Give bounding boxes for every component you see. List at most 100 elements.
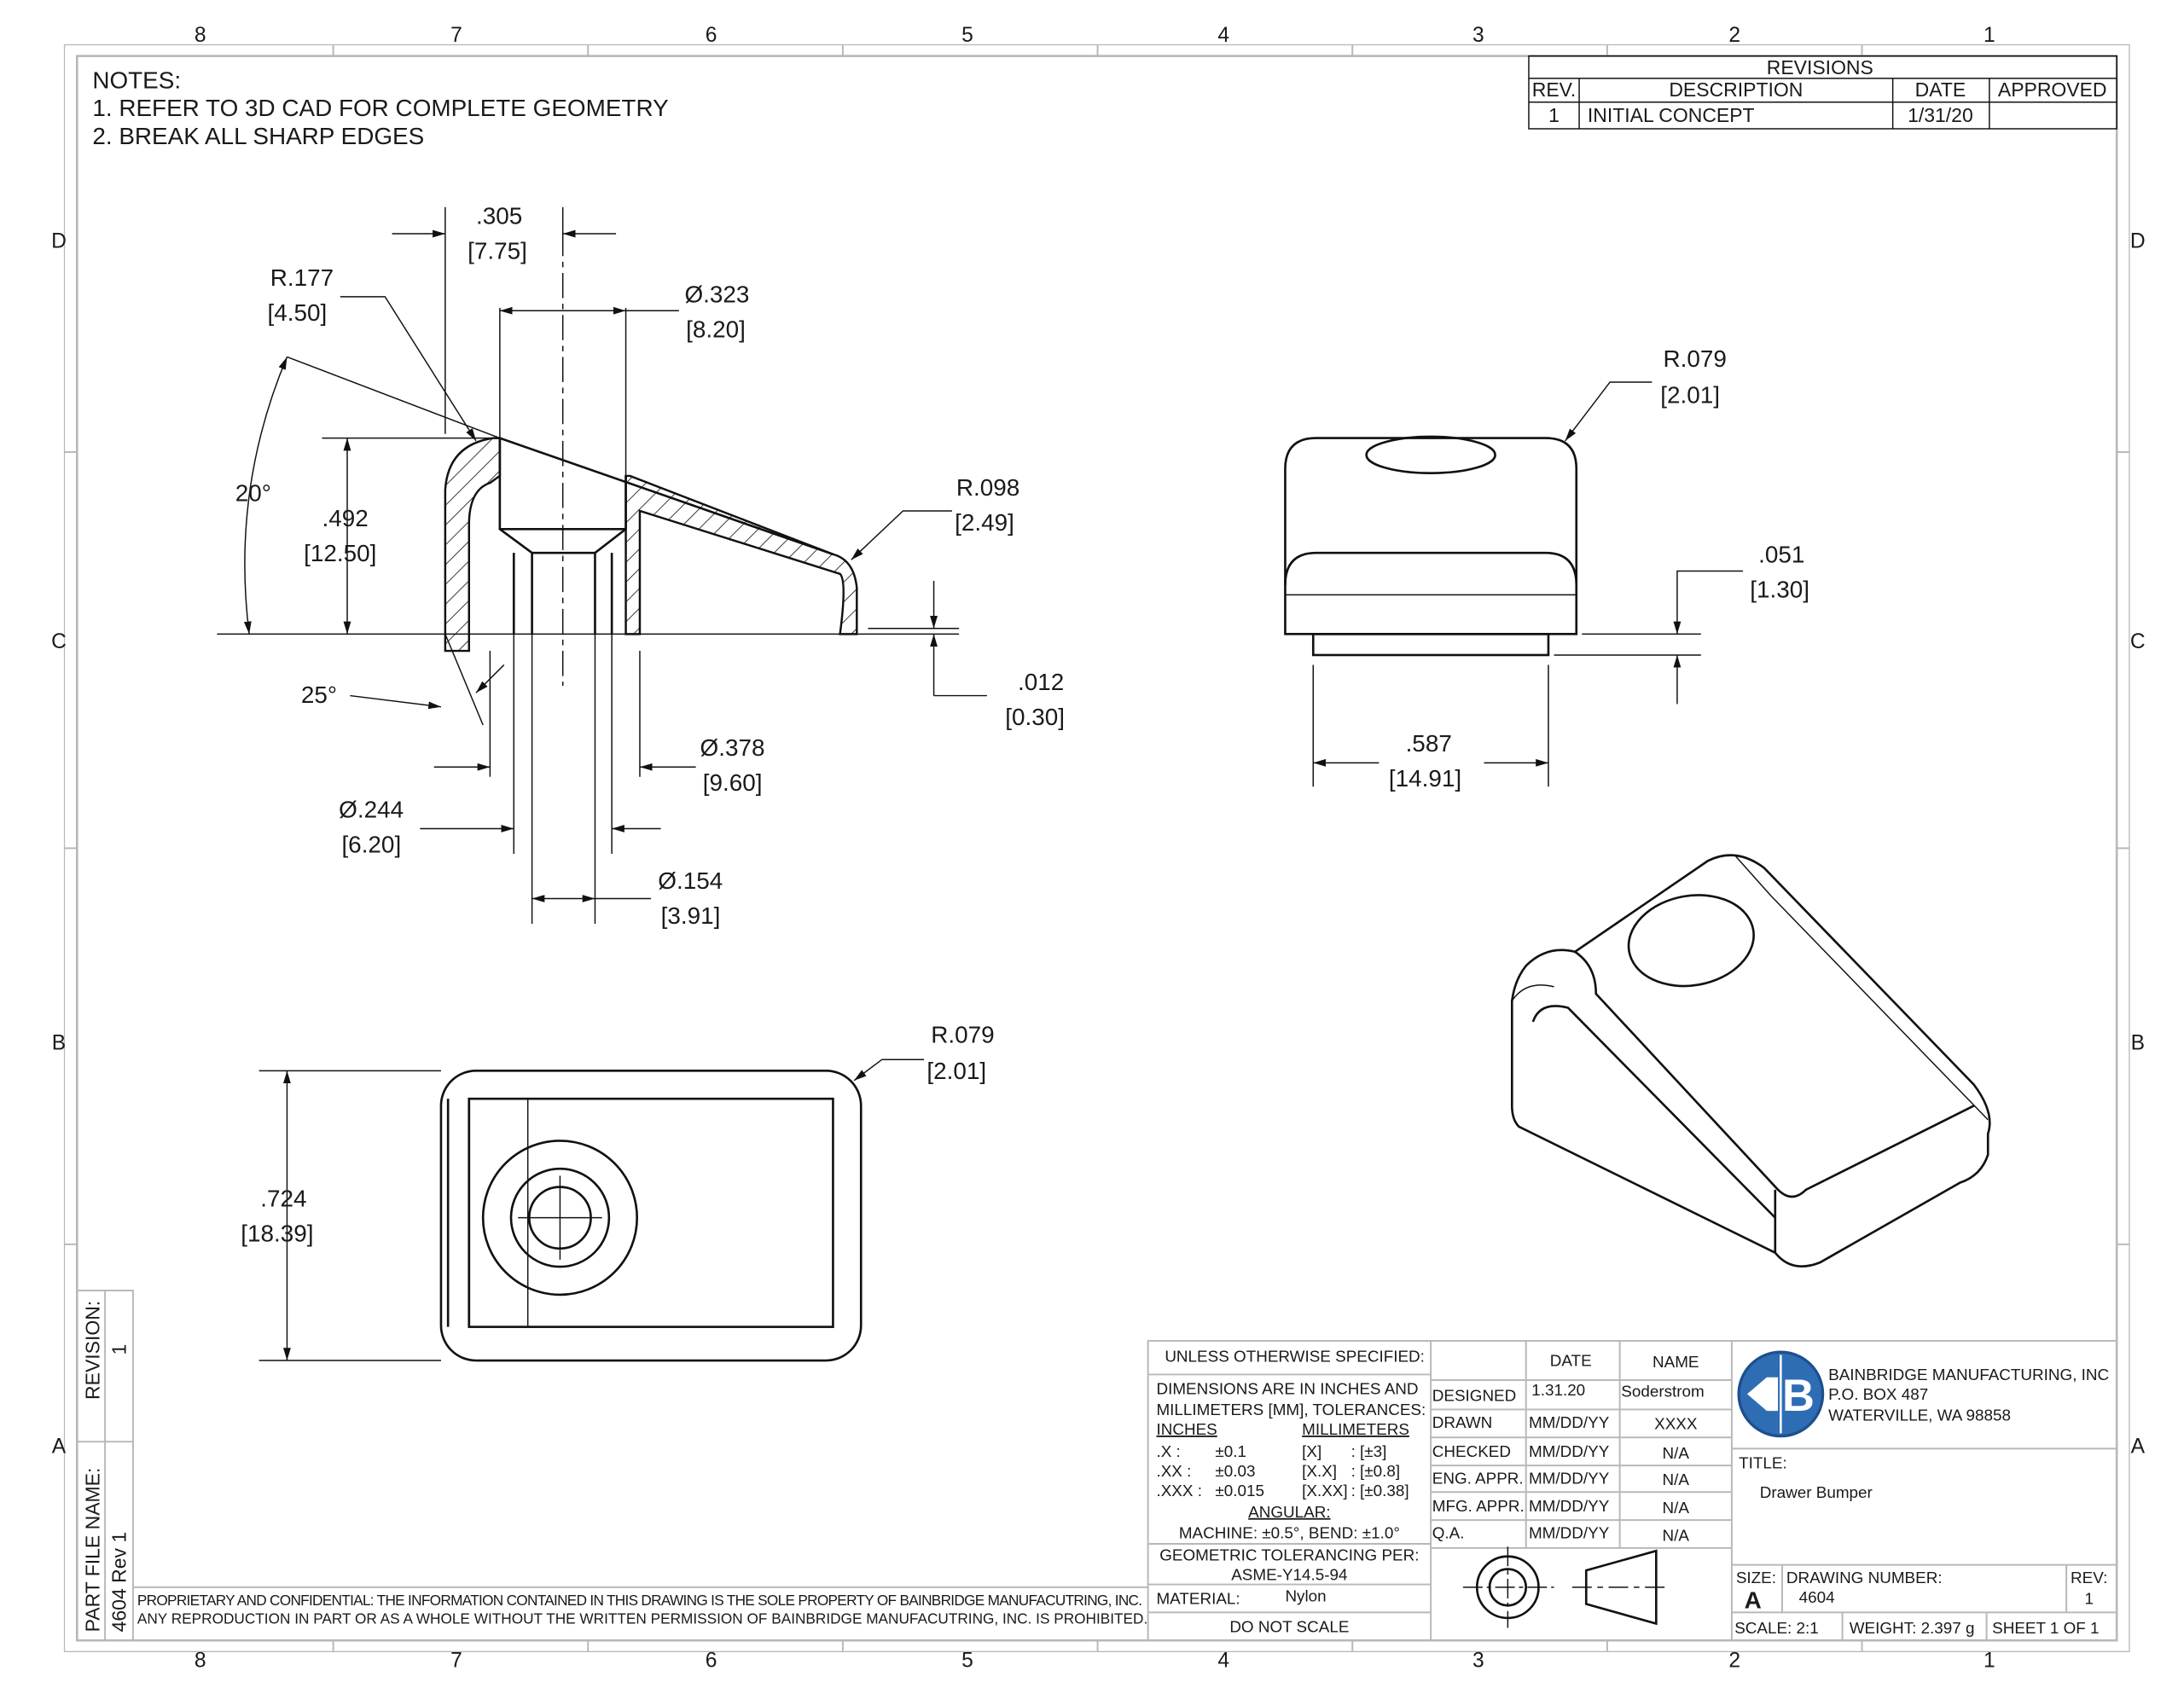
- drawing-title: Drawer Bumper: [1760, 1483, 1873, 1501]
- rev-label: REV:: [2071, 1569, 2107, 1586]
- tol-fmt: .XXX :: [1156, 1482, 1201, 1499]
- zone-col: 5: [961, 1649, 973, 1672]
- tol-in: ±0.015: [1215, 1482, 1264, 1499]
- signoff-role: DESIGNED: [1432, 1387, 1517, 1405]
- part-file-label: PART FILE NAME:: [82, 1468, 104, 1633]
- proprietary-notice: PROPRIETARY AND CONFIDENTIAL: THE INFORM…: [132, 1586, 1148, 1627]
- dim-value-mm: [7.75]: [468, 238, 527, 264]
- signoff-name: N/A: [1663, 1444, 1690, 1462]
- rev-value: 1: [2084, 1590, 2094, 1608]
- signoff-date: MM/DD/YY: [1529, 1523, 1610, 1541]
- zone-row: C: [2130, 630, 2146, 653]
- revisions-title: REVISIONS: [1767, 56, 1873, 78]
- dims-text: DIMENSIONS ARE IN INCHES AND: [1156, 1379, 1418, 1397]
- tol-fmt: .X :: [1156, 1442, 1180, 1460]
- zone-labels-rows: D C B A D C B A: [51, 229, 2146, 1458]
- rev-header: DATE: [1915, 78, 1966, 101]
- notes: NOTES: 1. REFER TO 3D CAD FOR COMPLETE G…: [92, 67, 668, 149]
- signoff-name: N/A: [1663, 1499, 1690, 1517]
- signoff-name: XXXX: [1654, 1414, 1698, 1432]
- dim-value-mm: [3.91]: [661, 902, 721, 929]
- dim-value: Ø.154: [658, 867, 723, 894]
- sheet: SHEET 1 OF 1: [1992, 1619, 2099, 1637]
- tol-fmt: .XX :: [1156, 1462, 1191, 1480]
- dim-value-mm: [2.01]: [926, 1058, 986, 1084]
- dim-value: 25°: [301, 682, 337, 708]
- company-logo: B: [1737, 1350, 1825, 1438]
- zone-col: 5: [961, 24, 973, 47]
- tol-mmfmt: [X]: [1302, 1442, 1321, 1460]
- company-name: BAINBRIDGE MANUFACTURING, INC: [1828, 1366, 2109, 1383]
- zone-row: B: [2131, 1032, 2145, 1055]
- third-angle-projection-icon: [1462, 1546, 1666, 1628]
- dim-value: Ø.244: [339, 796, 404, 822]
- dim-value: .012: [1018, 669, 1064, 695]
- material-label: MATERIAL:: [1156, 1590, 1240, 1608]
- zone-col: 4: [1217, 1649, 1229, 1672]
- zone-col: 6: [706, 24, 717, 47]
- tol-mm: : [±3]: [1351, 1442, 1387, 1460]
- size-value: A: [1745, 1586, 1762, 1613]
- zone-col: 3: [1472, 1649, 1484, 1672]
- signoff-row: DESIGNED 1.31.20 Soderstrom: [1432, 1381, 1705, 1405]
- zone-col: 2: [1728, 1649, 1740, 1672]
- dim-value: Ø.378: [700, 734, 765, 761]
- signoff-name: N/A: [1663, 1527, 1690, 1545]
- signoff-role: Q.A.: [1432, 1523, 1465, 1541]
- signoff-role: DRAWN: [1432, 1413, 1493, 1431]
- dim-value-mm: [2.01]: [1660, 382, 1720, 409]
- side-panel: REVISION: 1 PART FILE NAME: 4604 Rev 1: [76, 1289, 134, 1642]
- signoff-row: Q.A. MM/DD/YY N/A: [1432, 1523, 1690, 1544]
- notes-title: NOTES:: [92, 67, 181, 93]
- dims-text: MILLIMETERS [MM], TOLERANCES:: [1156, 1401, 1426, 1418]
- proprietary-line: PROPRIETARY AND CONFIDENTIAL: THE INFORM…: [137, 1592, 1142, 1609]
- zone-row: C: [51, 630, 67, 653]
- dim-value-mm: [12.50]: [304, 540, 376, 566]
- side-view: R.079 [2.01] .051 [1.30] .587 [14.91]: [1284, 345, 1809, 792]
- zone-labels-top: 8 7 6 5 4 3 2 1: [195, 24, 1995, 47]
- zone-row: A: [2131, 1435, 2146, 1458]
- drawing-number: 4604: [1799, 1588, 1835, 1606]
- signoff-role: CHECKED: [1432, 1442, 1511, 1460]
- gdt-value: ASME-Y14.5-94: [1231, 1566, 1347, 1584]
- zone-col: 4: [1217, 24, 1229, 47]
- tol-mm: : [±0.8]: [1351, 1462, 1401, 1480]
- dim-value: R.098: [956, 474, 1019, 501]
- part-file-value: 4604 Rev 1: [108, 1532, 131, 1632]
- section-view: .305 [7.75] R.177 [4.50] Ø.323 [8.20] 20…: [217, 203, 1065, 929]
- dim-value: Ø.323: [684, 281, 749, 307]
- dim-value: .305: [476, 203, 522, 229]
- unless-label: UNLESS OTHERWISE SPECIFIED:: [1165, 1348, 1425, 1366]
- dim-value: 20°: [235, 479, 271, 506]
- rev-description: INITIAL CONCEPT: [1588, 104, 1755, 126]
- material-value: Nylon: [1285, 1586, 1326, 1604]
- dim-value: .051: [1758, 542, 1804, 568]
- drawing-border: [63, 44, 2130, 1652]
- zone-col: 3: [1472, 24, 1484, 47]
- revisions-table: REVISIONS REV. DESCRIPTION DATE APPROVED…: [1528, 55, 2117, 130]
- signoff-name: Soderstrom: [1621, 1383, 1704, 1401]
- dim-value-mm: [0.30]: [1005, 704, 1065, 730]
- weight: WEIGHT: 2.397 g: [1850, 1619, 1975, 1637]
- dim-value: .492: [322, 505, 368, 531]
- date-header: DATE: [1550, 1352, 1592, 1370]
- do-not-scale: DO NOT SCALE: [1229, 1617, 1349, 1635]
- gdt-label: GEOMETRIC TOLERANCING PER:: [1159, 1546, 1419, 1564]
- signoff-row: ENG. APPR. MM/DD/YY N/A: [1432, 1469, 1690, 1488]
- zone-row: A: [52, 1435, 67, 1458]
- rev-header: DESCRIPTION: [1669, 78, 1803, 101]
- signoff-date: MM/DD/YY: [1529, 1497, 1610, 1515]
- proprietary-line: ANY REPRODUCTION IN PART OR AS A WHOLE W…: [137, 1610, 1147, 1627]
- rev-header: REV.: [1532, 78, 1577, 101]
- logo-letter: B: [1782, 1371, 1815, 1421]
- rev-header: APPROVED: [1998, 78, 2107, 101]
- name-header: NAME: [1653, 1353, 1699, 1371]
- revision-label: REVISION:: [82, 1301, 104, 1400]
- dim-value: .724: [260, 1186, 306, 1212]
- inches-label: INCHES: [1156, 1420, 1217, 1438]
- dim-value-mm: [6.20]: [341, 831, 401, 857]
- signoff-date: MM/DD/YY: [1529, 1469, 1610, 1487]
- rev-number: 1: [1548, 104, 1560, 126]
- note-item: 1. REFER TO 3D CAD FOR COMPLETE GEOMETRY: [92, 95, 668, 121]
